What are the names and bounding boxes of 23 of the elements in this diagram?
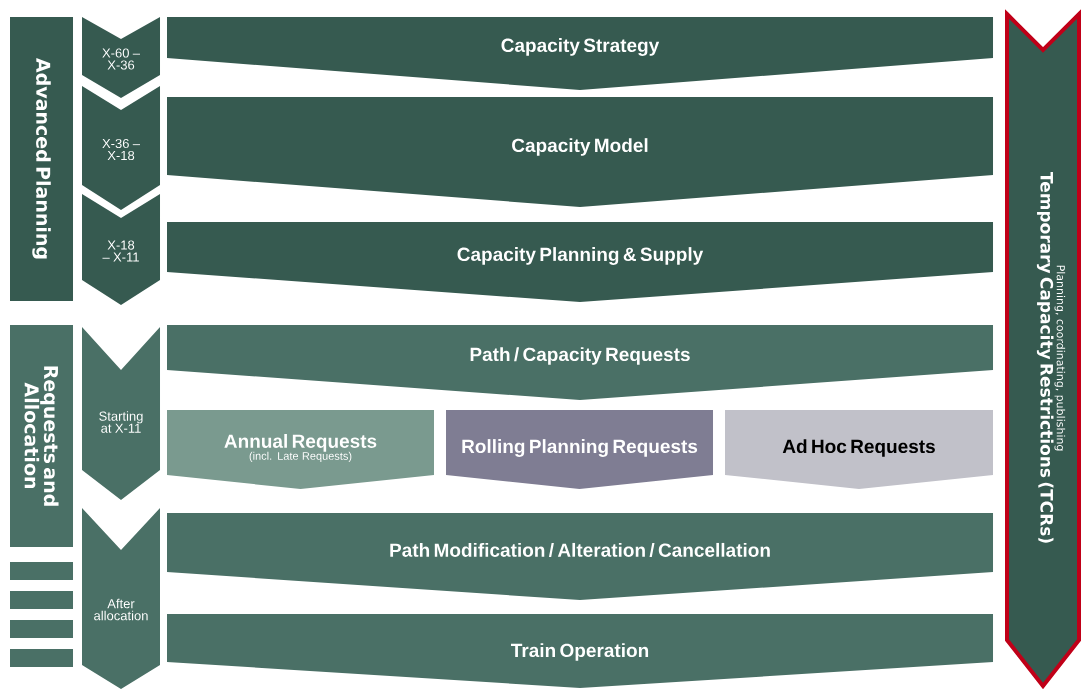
process-band: Capacity Strategy [167,17,993,90]
node-label: X-36 – X-18 [102,138,141,161]
process-band: Ad Hoc Requests [725,410,993,489]
process-band: Train Operation [167,614,993,688]
process-band: Path / Capacity Requests [167,325,993,400]
process-band: Rolling Planning Requests [446,410,713,489]
timeframe-chevron: X-60 – X-36 [82,17,160,98]
timeframe-chevron: Starting at X-11 [82,327,160,500]
bar [10,562,73,580]
node-label: X-18 – X-11 [102,240,139,262]
timeframe-chevron: X-18 – X-11 [82,194,160,305]
bar [10,620,73,638]
bar [10,649,73,667]
process-band: Capacity Planning & Supply [167,222,993,302]
process-band: Annual Requests (incl. Late Requests) [167,410,434,489]
phase-bar: Requests and Allocation [10,325,73,547]
timeframe-chevron: X-36 – X-18 [82,86,160,210]
phase-bar: Advanced Planning [10,17,73,301]
bar [10,591,73,609]
process-band: Path Modification / Alteration / Cancellation [167,513,993,600]
timeframe-chevron: After allocation [82,508,160,689]
process-band: Capacity Model [167,97,993,207]
restrictions-chevron: Planning, coordinating, publishing Temporary Capacity Restrictions (TCRs) [1005,9,1081,689]
